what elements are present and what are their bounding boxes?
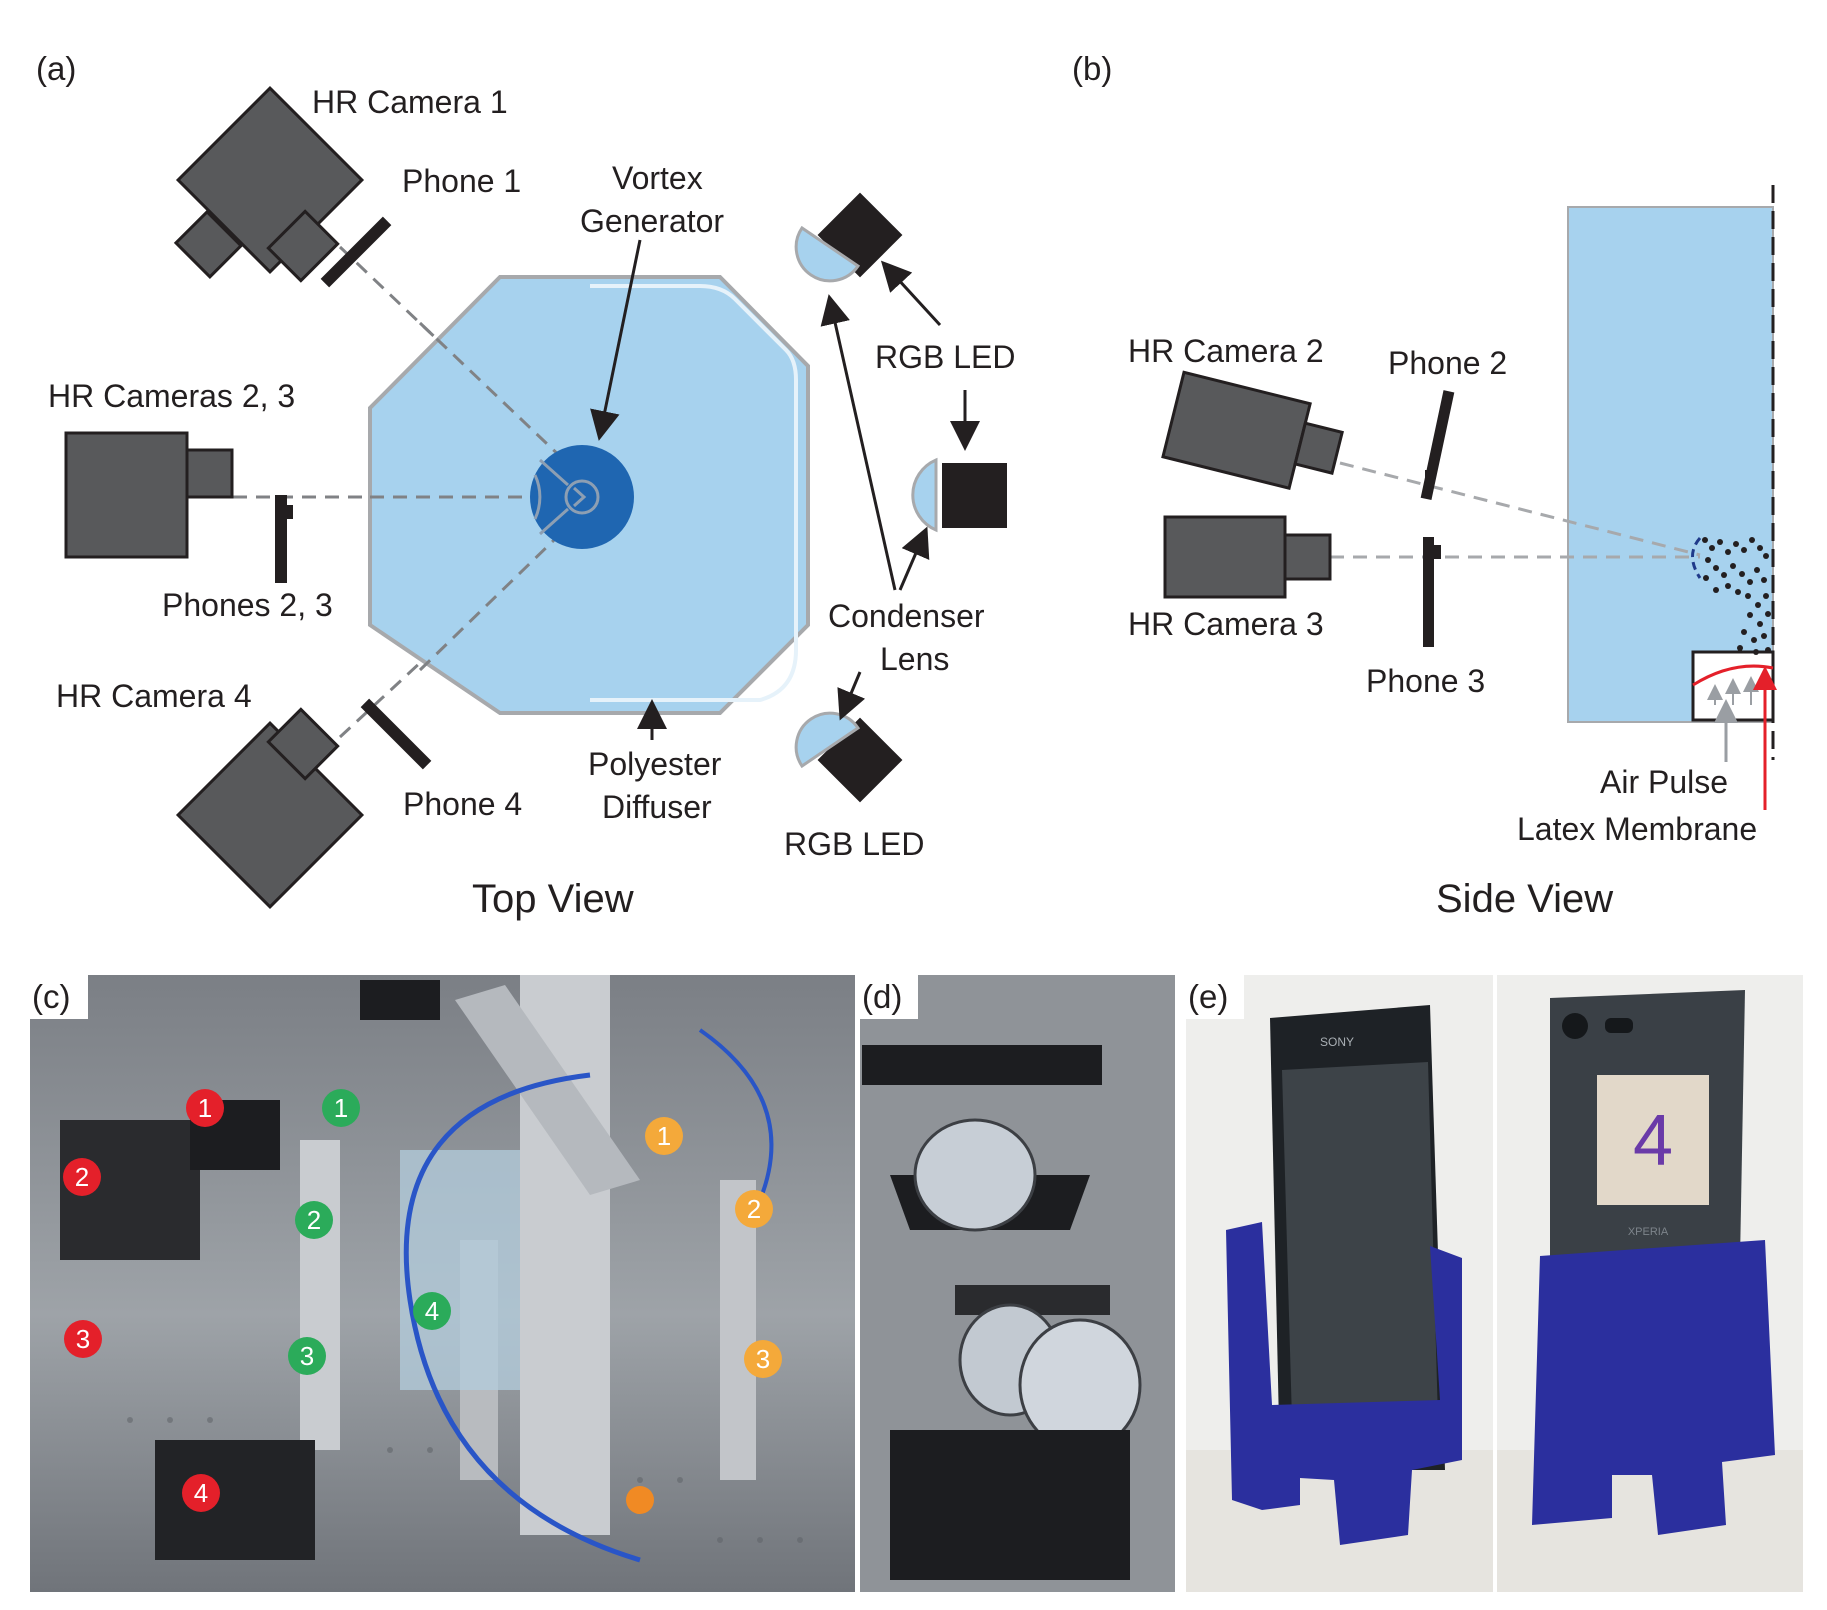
condenser-lens-top xyxy=(794,225,861,283)
side-vortex-nozzle xyxy=(1691,650,1775,722)
side-phone-3 xyxy=(1423,537,1434,647)
rgb-led-top-assembly xyxy=(794,192,903,283)
condenser-lens-middle xyxy=(911,457,938,533)
label-hr-camera-1: HR Camera 1 xyxy=(312,84,508,120)
hr-camera-4-lens xyxy=(266,707,340,781)
panel-e-label: (e) xyxy=(1188,978,1228,1015)
panel-c-photo: 1 2 3 4 1 2 3 4 1 2 3 (c) xyxy=(30,975,855,1592)
number-tag xyxy=(1597,1075,1709,1205)
panel-d-label: (d) xyxy=(862,978,902,1015)
arrow-lens-middle xyxy=(898,526,930,591)
label-side-phone-2: Phone 2 xyxy=(1388,345,1507,381)
caption-side-view: Side View xyxy=(1436,877,1613,921)
hr-camera-1-lens xyxy=(266,209,340,283)
label-condenser-1: Condenser xyxy=(828,598,985,634)
rgb-led-bottom-assembly xyxy=(794,711,903,803)
label-side-phone-3: Phone 3 xyxy=(1366,663,1485,699)
panel-b-label: (b) xyxy=(1072,50,1112,87)
panel-e-photo: SONY 4 XPERIA (e) xyxy=(1186,975,1803,1592)
vortex-generator xyxy=(530,445,634,549)
vortex-ring-particles xyxy=(1691,537,1771,655)
label-rgb-led-bottom: RGB LED xyxy=(784,826,924,862)
panel-a-top-view: (a) xyxy=(36,50,1015,921)
marker-red-1: 1 xyxy=(198,1093,212,1123)
marker-green-1: 1 xyxy=(334,1093,348,1123)
polyester-diffuser xyxy=(590,284,798,702)
arrow-lens-bottom xyxy=(837,671,866,721)
phone-front: SONY xyxy=(1270,1005,1445,1470)
sight-line-camera-2 xyxy=(1339,461,1701,557)
side-hr-camera-3 xyxy=(1163,515,1332,599)
number-tag-value: 4 xyxy=(1633,1101,1673,1181)
stand-back xyxy=(1532,1240,1775,1535)
marker-orange-2: 2 xyxy=(747,1194,761,1224)
label-air-pulse: Air Pulse xyxy=(1600,764,1728,800)
led-markers-orange: 1 2 3 xyxy=(645,1117,782,1378)
phone-back: 4 XPERIA xyxy=(1550,990,1745,1260)
caption-top-view: Top View xyxy=(472,877,634,921)
label-phone-1: Phone 1 xyxy=(402,163,521,199)
panel-a-label: (a) xyxy=(36,50,76,87)
phone-1 xyxy=(320,216,392,288)
label-phone-4: Phone 4 xyxy=(403,786,522,822)
condenser-lens-upper xyxy=(913,1118,1037,1232)
panel-d-photo: (d) xyxy=(860,975,1175,1592)
arrow-lens-top xyxy=(820,294,897,591)
optical-table-holes xyxy=(127,1417,803,1543)
marker-orange-1: 1 xyxy=(657,1121,671,1151)
marker-red-3: 3 xyxy=(76,1324,90,1354)
callout-arrows xyxy=(590,239,980,740)
arrow-led-top xyxy=(880,260,942,327)
marker-green-2: 2 xyxy=(307,1205,321,1235)
label-vortex-2: Generator xyxy=(580,203,724,239)
label-hr-cameras-2-3: HR Cameras 2, 3 xyxy=(48,378,295,414)
marker-red-4: 4 xyxy=(194,1478,208,1508)
label-latex-membrane: Latex Membrane xyxy=(1517,811,1757,847)
side-phone-2-clip xyxy=(1425,470,1433,484)
orange-cap xyxy=(626,1486,654,1514)
post-left xyxy=(300,1140,340,1450)
panel-c-label: (c) xyxy=(32,978,70,1015)
photo-light-box xyxy=(360,980,440,1020)
photo-camera-4 xyxy=(155,1440,315,1560)
lens-mount-top-bar xyxy=(862,1045,1102,1085)
label-hr-camera-4: HR Camera 4 xyxy=(56,678,252,714)
phone-4 xyxy=(360,698,432,770)
marker-red-2: 2 xyxy=(75,1162,89,1192)
blue-tube xyxy=(403,1072,641,1563)
rgb-led-middle-assembly xyxy=(911,457,1007,533)
panel-b-side-view: (b) xyxy=(1072,50,1777,921)
label-diffuser-1: Polyester xyxy=(588,746,722,782)
side-hr-camera-2 xyxy=(1161,370,1344,491)
label-side-hr-camera-3: HR Camera 3 xyxy=(1128,606,1324,642)
camera-markers-red: 1 2 3 4 xyxy=(63,1089,224,1512)
hr-cameras-2-3 xyxy=(64,431,234,559)
camera-icon xyxy=(1562,1013,1588,1039)
side-phone-3-clip xyxy=(1433,545,1441,559)
phone-brand-label: SONY xyxy=(1320,1035,1354,1049)
flash-icon xyxy=(1605,1018,1633,1033)
marker-green-4: 4 xyxy=(425,1296,439,1326)
arrow-vortex xyxy=(590,239,642,441)
label-phones-2-3: Phones 2, 3 xyxy=(162,587,333,623)
label-vortex-1: Vortex xyxy=(612,160,703,196)
post-right xyxy=(720,1180,756,1480)
phone-markers-green: 1 2 3 4 xyxy=(288,1089,451,1375)
label-side-hr-camera-2: HR Camera 2 xyxy=(1128,333,1324,369)
marker-green-3: 3 xyxy=(300,1341,314,1371)
marker-orange-3: 3 xyxy=(756,1344,770,1374)
phones-2-3 xyxy=(275,495,287,583)
lens-mount-base xyxy=(890,1430,1130,1580)
angled-rail xyxy=(455,985,640,1195)
phones-2-3-clip xyxy=(285,505,293,519)
stand-front xyxy=(1226,1222,1462,1545)
blue-tube-right xyxy=(698,1028,774,1201)
side-tank xyxy=(1567,206,1774,723)
phone-model-label: XPERIA xyxy=(1628,1226,1669,1238)
label-condenser-2: Lens xyxy=(880,641,949,677)
label-rgb-led-top: RGB LED xyxy=(875,339,1015,375)
label-diffuser-2: Diffuser xyxy=(602,789,712,825)
